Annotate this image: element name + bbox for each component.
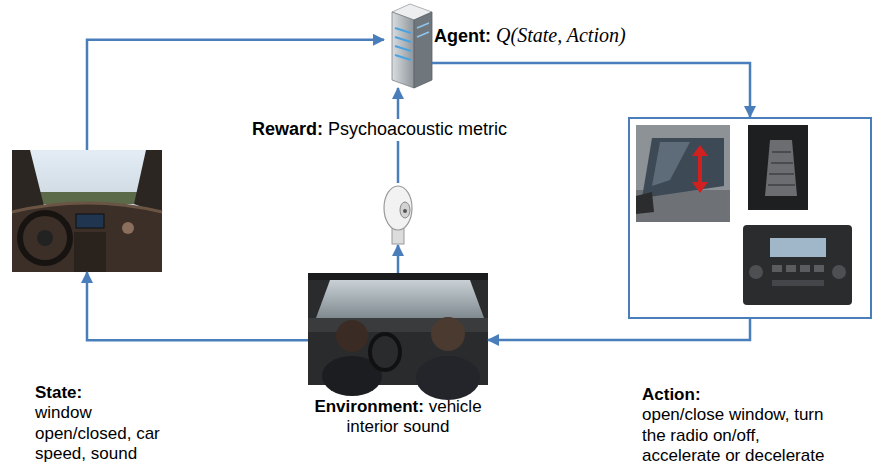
pedal-photo-part <box>772 151 791 153</box>
radio-photo-part <box>800 265 810 272</box>
window-photo-part <box>692 182 708 193</box>
car-interior-photo <box>12 150 162 272</box>
label-heading: Environment: <box>314 397 424 416</box>
pedal-photo-part <box>769 173 794 175</box>
window-photo-part <box>698 154 702 184</box>
radio-photo-part <box>814 265 824 272</box>
label-heading: Action: <box>642 385 838 405</box>
node-label: State:window open/closed, car speed, sou… <box>35 383 175 465</box>
environment-photo-part <box>431 317 465 351</box>
radio-photo-part <box>772 265 782 272</box>
pedal-photo-part <box>748 125 808 210</box>
car-interior-photo-part <box>134 150 162 214</box>
server-icon-part <box>417 23 429 28</box>
radio-photo-part <box>770 238 826 257</box>
window-photo-part <box>692 145 708 156</box>
pedal-photo <box>748 125 808 210</box>
radio-photo-part <box>772 280 824 286</box>
agent-server: Agent:Q(State, Action) <box>384 2 432 88</box>
pedal-photo-part <box>771 162 793 164</box>
environment-photo-part <box>308 273 488 280</box>
server-icon-part <box>395 28 411 33</box>
radio-photo-part <box>786 265 796 272</box>
car-interior-photo-part <box>37 230 53 246</box>
window-photo-part <box>636 125 730 222</box>
window-photo-part <box>642 138 724 198</box>
label-heading: Reward: <box>252 119 323 139</box>
radio-photo-part <box>749 265 763 279</box>
microphone-head-part <box>400 202 410 218</box>
node-label: Action:open/close window, turn the radio… <box>642 385 838 467</box>
car-interior-photo-part <box>12 203 162 272</box>
action-box: Action:open/close window, turn the radio… <box>628 117 872 319</box>
environment-photo <box>308 273 488 400</box>
environment-photo-part <box>336 320 368 352</box>
server-icon-part <box>395 55 411 60</box>
server-icon <box>392 4 432 88</box>
environment-photo-node: Environment:vehicle interior sound <box>308 273 488 385</box>
node-label: Reward:Psychoacoustic metric <box>250 119 509 141</box>
pedal-photo-part <box>768 184 795 186</box>
flow-arrow <box>87 272 308 340</box>
label-body: window open/closed, car speed, sound <box>35 403 160 463</box>
environment-photo-part <box>416 356 480 400</box>
flow-arrow <box>397 245 400 273</box>
label-body: open/close window, turn the radio on/off… <box>642 405 824 465</box>
node-label: Agent:Q(State, Action) <box>434 23 626 48</box>
server-icon-part <box>414 12 432 88</box>
pedal-photo-part <box>765 140 797 196</box>
window-photo-part <box>636 190 730 222</box>
label-body: Psychoacoustic metric <box>328 119 507 139</box>
label-body: Q(State, Action) <box>496 24 626 46</box>
car-interior-photo-part <box>122 222 134 234</box>
window-photo-part <box>652 142 690 186</box>
environment-photo-part <box>370 334 400 370</box>
car-interior-photo-part <box>20 213 70 263</box>
server-icon-part <box>395 37 411 42</box>
car-interior-photo-part <box>12 150 162 272</box>
flow-arrow <box>488 319 750 340</box>
radio-photo-part <box>832 265 846 279</box>
flow-arrow <box>432 63 750 117</box>
radio-photo <box>743 225 852 305</box>
label-heading: State: <box>35 383 175 403</box>
microphone-head-part <box>403 209 407 213</box>
window-photo <box>636 125 730 222</box>
reward-microphone: Reward:Psychoacoustic metric <box>381 183 415 245</box>
label-heading: Agent: <box>434 26 491 46</box>
state-node: State:window open/closed, car speed, sou… <box>12 150 162 272</box>
server-icon-part <box>395 46 411 51</box>
car-interior-photo-part <box>76 214 104 228</box>
car-interior-photo-part <box>12 204 162 272</box>
node-label: Environment:vehicle interior sound <box>312 397 484 438</box>
window-photo-part <box>636 192 654 214</box>
car-interior-photo-part <box>74 232 106 272</box>
car-interior-photo-part <box>12 203 162 212</box>
microphone-head <box>384 186 412 244</box>
microphone-head-part <box>384 186 412 230</box>
server-icon-part <box>417 32 429 37</box>
radio-photo-part <box>743 225 852 305</box>
server-icon-part <box>392 12 414 88</box>
environment-photo-part <box>316 280 484 318</box>
